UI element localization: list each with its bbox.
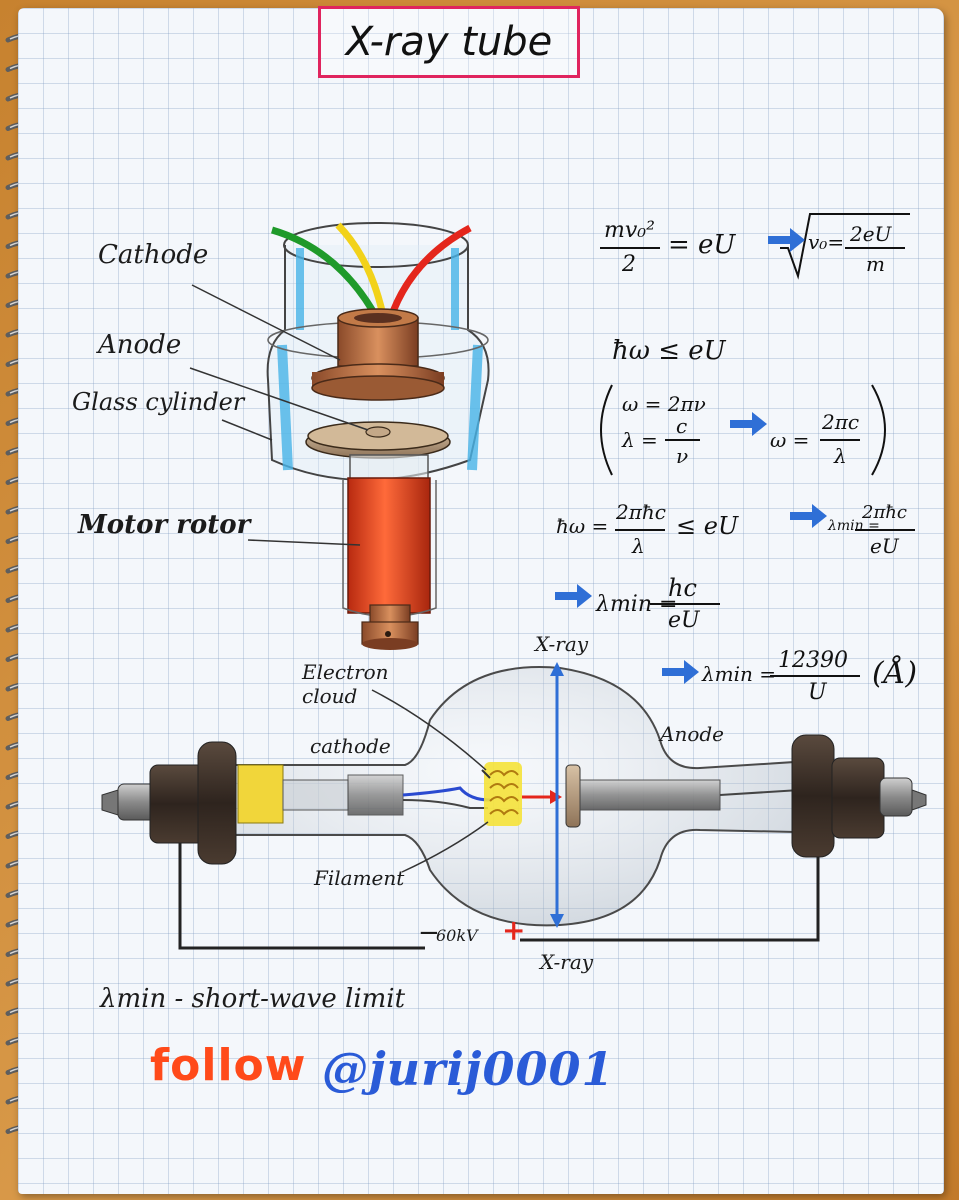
footnote-short-wave-limit: λmin - short-wave limit: [100, 984, 406, 1014]
eq6-unit: (Å): [872, 656, 918, 691]
label-electron-cloud-line1: Electron: [302, 660, 389, 684]
label-glass-cylinder: Glass cylinder: [72, 388, 245, 416]
label-filament: Filament: [314, 866, 405, 890]
eq3c-lhs: ω =: [770, 428, 810, 452]
eq4-lhs: ħω =: [556, 514, 609, 538]
xray-tube-illustration: [101, 662, 927, 950]
follow-handle: @jurij0001: [322, 1042, 615, 1096]
eq3b-lhs: λ =: [622, 428, 658, 452]
page-title: X-ray tube: [345, 19, 553, 65]
label-minus: −: [418, 918, 440, 948]
eq1-sqrt-numerator: 2eU: [850, 222, 892, 246]
eq4-res-den: eU: [870, 534, 899, 558]
eq6-den: U: [808, 680, 827, 705]
label-motor-rotor: Motor rotor: [78, 510, 251, 540]
eq1-rhs: = eU: [668, 230, 736, 260]
label-cathode-tube: cathode: [310, 734, 391, 758]
eq3b-num: c: [676, 414, 688, 438]
eq6-num: 12390: [778, 648, 848, 673]
label-voltage: 60kV: [436, 926, 478, 945]
eq5-num: hc: [668, 574, 697, 602]
label-xray-bottom: X-ray: [540, 950, 594, 974]
eq4-num: 2πħc: [616, 500, 666, 524]
equation-marks: [600, 213, 915, 677]
eq4-res-lhs: λmin =: [828, 518, 880, 534]
eq1-v: v₀=: [808, 230, 845, 254]
eq6-lhs: λmin =: [702, 662, 777, 686]
eq4-res-num: 2πħc: [862, 502, 907, 523]
equation-arrows: [555, 228, 827, 684]
notebook-sheet: [18, 8, 944, 1194]
eq1-denominator: 2: [622, 252, 636, 277]
follow-word: follow: [150, 1040, 307, 1091]
label-electron-cloud-line2: cloud: [302, 684, 358, 708]
eq4-den: λ: [632, 534, 645, 558]
eq3b-den: ν: [676, 444, 689, 468]
eq3a: ω = 2πν: [622, 392, 706, 416]
label-xray-top: X-ray: [535, 632, 589, 656]
rotating-anode-illustration: [189, 222, 490, 650]
label-plus: +: [502, 914, 526, 947]
eq4-mid: ≤ eU: [676, 512, 739, 540]
label-cathode-top: Cathode: [98, 240, 209, 270]
label-anode-top: Anode: [98, 330, 182, 360]
eq5-den: eU: [668, 608, 700, 633]
eq5-lhs: λmin =: [596, 592, 678, 617]
label-anode-tube: Anode: [660, 722, 725, 746]
eq1-sqrt-denominator: m: [866, 252, 885, 276]
eq3c-den: λ: [834, 444, 847, 468]
eq1-numerator: mv₀²: [604, 218, 655, 243]
eq3c-num: 2πc: [822, 410, 860, 434]
eq2: ħω ≤ eU: [612, 336, 726, 366]
title-box: X-ray tube: [318, 6, 580, 78]
